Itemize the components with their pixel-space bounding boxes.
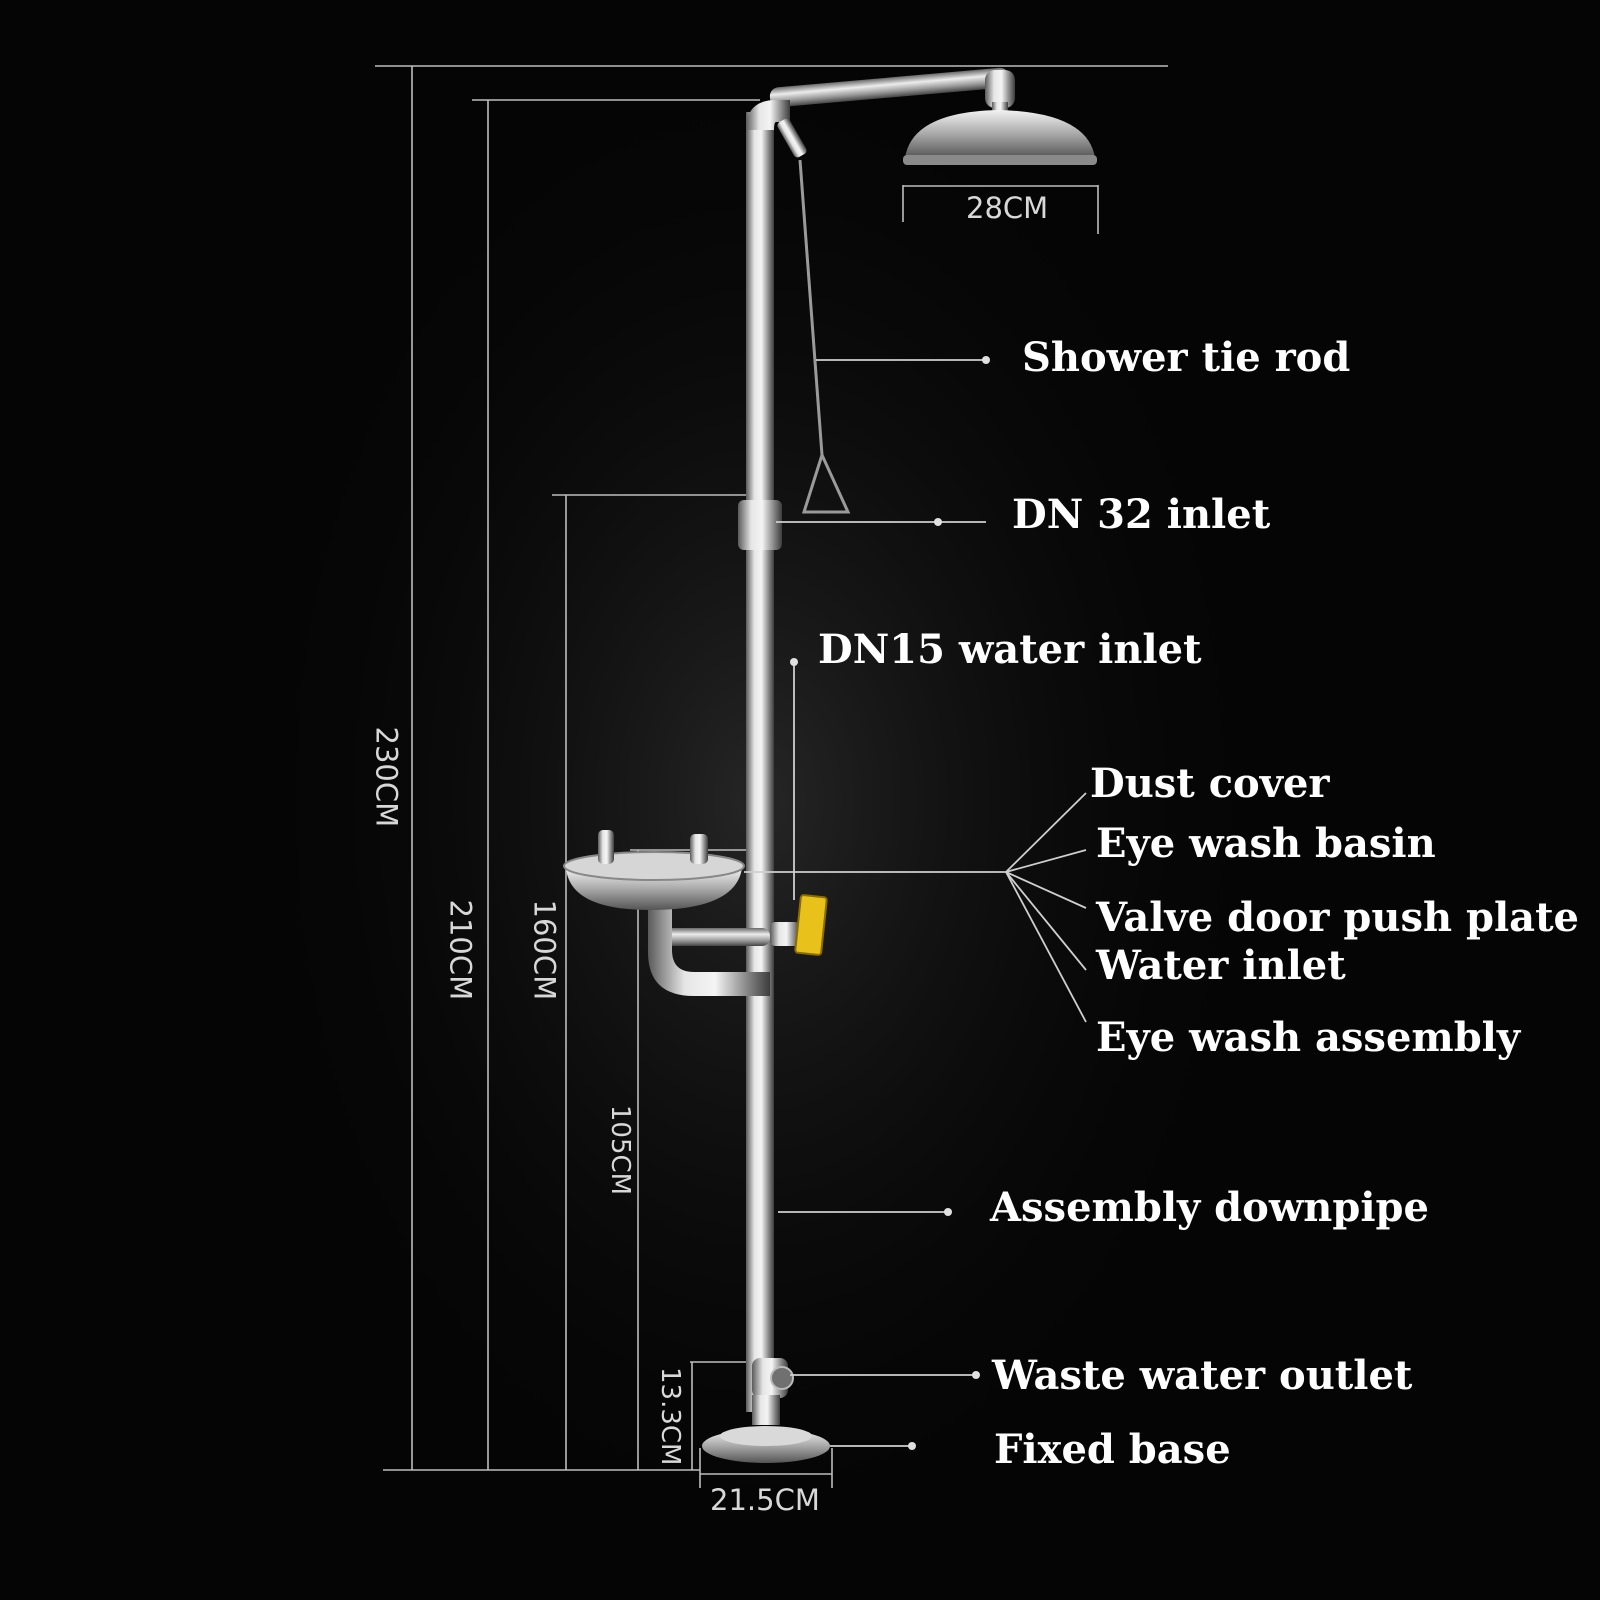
leader-dust-cover [1005,792,1087,873]
dim-210: 210CM [443,899,478,1001]
label-dn32-inlet: DN 32 inlet [1012,491,1271,538]
label-eye-wash-basin: Eye wash basin [1096,820,1436,867]
main-pipe [746,112,774,1412]
label-water-inlet: Water inlet [1096,942,1346,989]
shower-head-rim [903,155,1097,165]
shower-valve-lever [777,118,807,158]
top-elbow [746,100,790,130]
valve-door-push-plate [794,894,828,956]
label-assembly-downpipe: Assembly downpipe [990,1184,1429,1231]
shower-head [905,110,1095,158]
dn32-coupling [738,500,782,550]
leader-dots [790,356,990,1450]
dim-21-5: 21.5CM [710,1483,820,1517]
shower-tie-rod [798,159,851,514]
label-shower-tie-rod: Shower tie rod [1022,334,1351,381]
leader-water-inlet [1005,871,1087,971]
base-neck [752,1395,780,1425]
label-waste-water-outlet: Waste water outlet [992,1352,1413,1399]
dust-cover-right [690,834,708,864]
dim-160: 160CM [527,899,562,1001]
eyewash-arm [660,928,770,946]
basin-rim [563,851,745,881]
dim-28: 28CM [966,191,1049,225]
label-fixed-base: Fixed base [994,1426,1231,1473]
valve-body [770,922,800,946]
dust-cover-left [598,830,614,864]
label-valve-door-push-plate: Valve door push plate [1096,894,1580,941]
waste-outlet-port [770,1366,794,1390]
leader-lines [744,359,1087,1447]
leader-valve-door [1005,871,1087,909]
dim-230: 230CM [369,726,404,828]
dim-13-3: 13.3CM [655,1367,685,1466]
leader-eye-wash-basin [1005,849,1087,873]
dim-105: 105CM [605,1104,635,1196]
label-dust-cover: Dust cover [1090,760,1330,807]
dimension-lines [375,65,1168,1488]
shower-elbow [985,70,1015,108]
label-dn15-water-inlet: DN15 water inlet [818,626,1202,673]
base-top [720,1426,812,1446]
leader-eye-wash-assembly [1005,871,1087,1023]
label-eye-wash-assembly: Eye wash assembly [1096,1014,1521,1061]
eyewash-downpipe [648,890,770,996]
shower-arm [769,67,1010,108]
